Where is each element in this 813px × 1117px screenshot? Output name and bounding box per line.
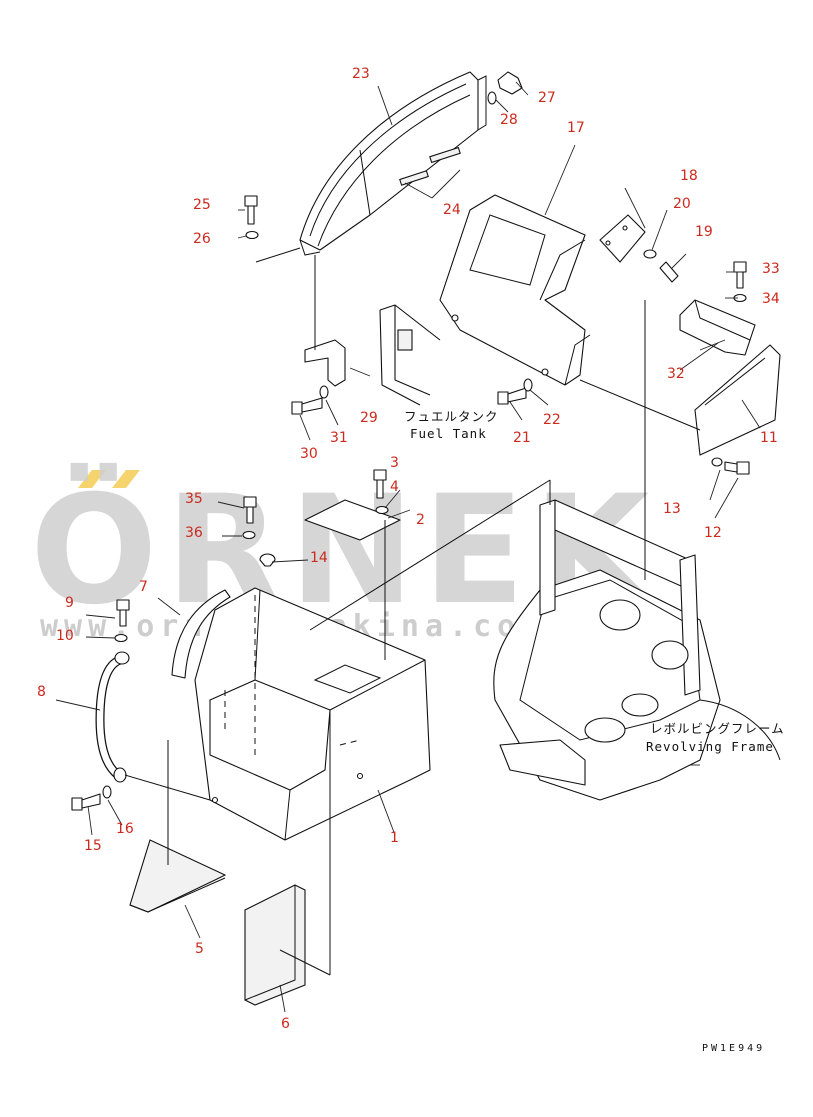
fuel-tank-label-jp: フュエルタンク — [404, 409, 499, 424]
revolving-frame-label-en: Revolving Frame — [646, 739, 774, 754]
callout-28: 28 — [500, 112, 518, 128]
revolving-frame-label-jp: レボルビングフレーム — [650, 721, 785, 736]
callout-1: 1 — [390, 830, 399, 846]
part-8-pipe — [95, 651, 130, 783]
callout-4: 4 — [390, 479, 399, 495]
callout-8: 8 — [37, 684, 46, 700]
callout-19: 19 — [695, 224, 713, 240]
part-23-guard — [299, 71, 487, 256]
part-18-plate — [599, 214, 646, 263]
part-7-seal — [171, 589, 231, 679]
callout-10: 10 — [56, 628, 74, 644]
fuel-tank-outline — [379, 304, 441, 406]
callout-20: 20 — [673, 196, 691, 212]
bracket-29 — [304, 255, 346, 387]
callout-16: 16 — [116, 821, 134, 837]
drawing-code: PW1E949 — [702, 1043, 765, 1054]
revolving-frame — [493, 499, 781, 801]
part-17-cover — [439, 194, 591, 386]
callout-15: 15 — [84, 838, 102, 854]
callout-5: 5 — [195, 941, 204, 957]
part-2-plate — [304, 499, 401, 541]
callout-23: 23 — [352, 66, 370, 82]
watermark-accent-left — [78, 470, 106, 488]
callout-9: 9 — [65, 595, 74, 611]
callout-leaders — [55, 81, 761, 1013]
callout-13: 13 — [663, 501, 681, 517]
callout-26: 26 — [193, 231, 211, 247]
callout-14: 14 — [310, 550, 328, 566]
assembly-lines — [124, 247, 701, 976]
callout-7: 7 — [139, 579, 148, 595]
callout-25: 25 — [193, 197, 211, 213]
part-32-clamp — [679, 299, 756, 356]
part-number-callouts: 23 27 28 17 18 20 19 25 26 24 33 34 32 2… — [37, 66, 780, 1032]
callout-11: 11 — [760, 430, 778, 446]
fuel-tank-label-en: Fuel Tank — [410, 426, 487, 441]
callout-30: 30 — [300, 446, 318, 462]
callout-33: 33 — [762, 261, 780, 277]
callout-34: 34 — [762, 291, 780, 307]
callout-27: 27 — [538, 90, 556, 106]
callout-24: 24 — [443, 202, 461, 218]
callout-29: 29 — [360, 410, 378, 426]
part-6-pad — [244, 884, 306, 1006]
callout-35: 35 — [185, 491, 203, 507]
part-5-pad — [129, 839, 227, 913]
watermark-accent-right — [112, 470, 140, 488]
callout-36: 36 — [185, 525, 203, 541]
hardware — [71, 71, 750, 811]
callout-22: 22 — [543, 412, 561, 428]
callout-32: 32 — [667, 366, 685, 382]
callout-2: 2 — [416, 512, 425, 528]
part-11-side-cover — [694, 344, 781, 456]
part-1-box — [194, 587, 431, 841]
callout-17: 17 — [567, 120, 585, 136]
callout-12: 12 — [704, 525, 722, 541]
callout-31: 31 — [330, 430, 348, 446]
callout-18: 18 — [680, 168, 698, 184]
callout-21: 21 — [513, 430, 531, 446]
callout-3: 3 — [390, 455, 399, 471]
callout-6: 6 — [281, 1016, 290, 1032]
text-labels: フュエルタンク Fuel Tank レボルビングフレーム Revolving F… — [404, 409, 785, 1054]
